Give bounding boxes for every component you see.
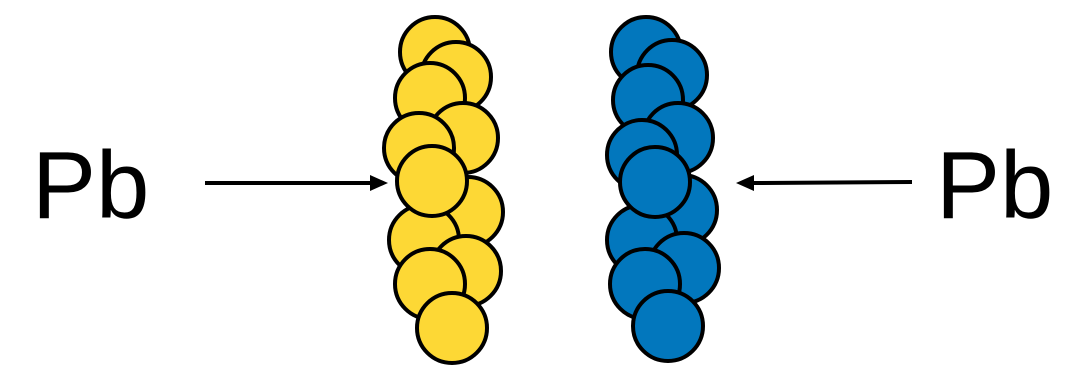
right-arrow <box>754 182 912 183</box>
nucleon <box>633 291 703 361</box>
left-nucleus <box>384 17 503 363</box>
right-arrowhead <box>736 175 754 191</box>
left-arrowhead <box>370 175 388 191</box>
nucleon <box>397 146 467 216</box>
nucleon <box>620 147 690 217</box>
nucleon <box>417 293 487 363</box>
right-nucleus <box>607 17 719 361</box>
